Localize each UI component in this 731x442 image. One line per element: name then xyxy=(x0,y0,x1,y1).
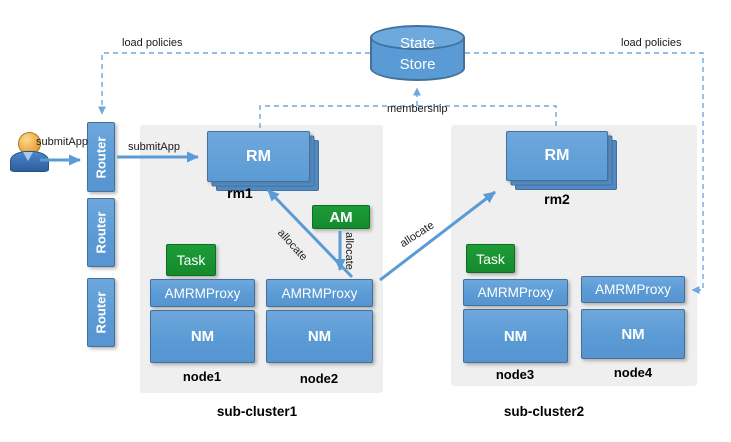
nm-box-node1: NM xyxy=(150,310,255,363)
amrmproxy-box-node3: AMRMProxy xyxy=(463,279,568,306)
submitapp-router-label: submitApp xyxy=(128,141,180,153)
router-3-label: Router xyxy=(93,291,109,334)
router-box-1: Router xyxy=(87,122,115,192)
node4-label: node4 xyxy=(613,365,653,380)
node2-label: node2 xyxy=(299,371,339,386)
node3-label: node3 xyxy=(495,367,535,382)
task-box-node3: Task xyxy=(466,244,515,273)
sub-cluster1-label: sub-cluster1 xyxy=(216,404,298,419)
state-store-label: State Store xyxy=(370,33,465,75)
rm1-name-label: rm1 xyxy=(227,185,253,201)
load-policies-right-label: load policies xyxy=(621,37,682,49)
state-store-line2: Store xyxy=(399,56,436,73)
user-icon xyxy=(10,132,49,172)
amrmproxy-box-node4: AMRMProxy xyxy=(581,276,685,303)
allocate-to-rm2-label: allocate xyxy=(398,219,437,251)
amrmproxy-box-node2: AMRMProxy xyxy=(266,279,373,307)
amrmproxy-box-node1: AMRMProxy xyxy=(150,279,255,307)
nm-box-node2: NM xyxy=(266,310,373,363)
rm2-box: RM xyxy=(506,131,608,181)
node1-label: node1 xyxy=(182,369,222,384)
rm1-stack: RM xyxy=(207,131,319,191)
rm2-name-label: rm2 xyxy=(544,191,570,207)
load-policies-left-label: load policies xyxy=(122,37,183,49)
submitapp-user-label: submitApp xyxy=(36,136,88,148)
membership-label: membership xyxy=(387,103,448,115)
nm-box-node4: NM xyxy=(581,309,685,359)
sub-cluster2-label: sub-cluster2 xyxy=(503,404,585,419)
task-box-node1: Task xyxy=(166,244,216,276)
nm-box-node3: NM xyxy=(463,309,568,363)
router-box-2: Router xyxy=(87,198,115,267)
router-1-label: Router xyxy=(93,136,109,178)
allocate-from-am-label: allocate xyxy=(343,232,355,270)
am-box: AM xyxy=(312,205,370,229)
state-store-line1: State xyxy=(399,35,436,52)
rm2-stack: RM xyxy=(506,131,617,190)
state-store-cylinder-top xyxy=(370,25,465,50)
router-box-3: Router xyxy=(87,278,115,347)
router-2-label: Router xyxy=(93,211,109,254)
rm1-box: RM xyxy=(207,131,310,182)
user-torso-icon xyxy=(10,151,49,172)
user-collar-icon xyxy=(23,152,33,161)
dashed-load-policies-left xyxy=(98,52,370,115)
